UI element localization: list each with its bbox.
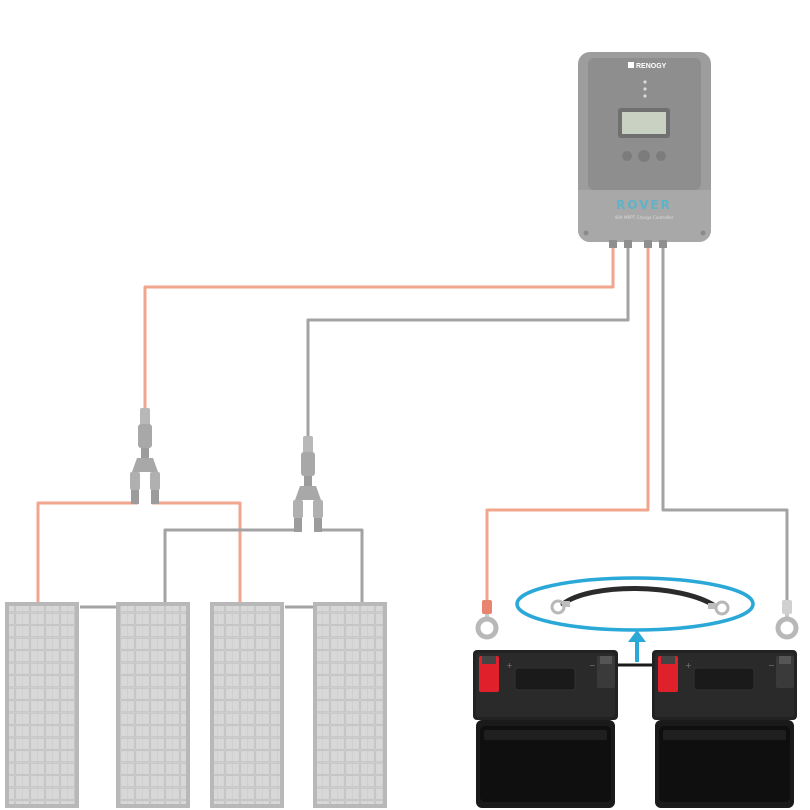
branch-connector-positive [130,408,160,504]
panel-negative-wire-b [316,528,364,602]
controller-model: ROVER [616,198,672,212]
arrow-up-icon [628,630,646,662]
panel-negative-wire-a [163,528,300,602]
svg-text:+: + [685,661,692,670]
battery-jumper-cable [515,576,755,632]
pv-negative-wire [306,245,630,440]
jumper-highlight-ellipse [515,576,755,632]
pv-positive-wire [143,245,615,410]
battery-negative-wire [661,245,789,600]
svg-text:+: + [506,661,513,670]
brand-logo-icon [628,62,634,68]
charge-controller: RENOGY ROVER 40A MPPT Charge Controller [578,52,711,248]
panel-positive-wire-b [152,501,242,602]
branch-connector-negative [293,436,323,532]
battery-1: + − [473,650,618,808]
controller-button-icon [638,150,650,162]
positive-terminal-icon [658,656,678,692]
panel-positive-wire-a [36,501,138,602]
controller-subtitle: 40A MPPT Charge Controller [614,215,673,220]
ring-terminal-positive [475,600,499,640]
controller-button-icon [656,151,666,161]
battery-2: + − [652,650,797,808]
wiring [36,245,789,609]
controller-button-icon [622,151,632,161]
svg-text:−: − [589,661,596,670]
solar-panel-1 [5,602,79,808]
svg-text:−: − [768,661,775,670]
solar-panel-4 [313,602,387,808]
ring-terminal-negative [775,600,799,640]
positive-terminal-icon [479,656,499,692]
controller-brand: RENOGY [636,63,667,70]
solar-panel-2 [116,602,190,808]
solar-panel-3 [210,602,284,808]
lcd-screen [622,112,666,134]
battery-positive-wire [485,245,650,600]
